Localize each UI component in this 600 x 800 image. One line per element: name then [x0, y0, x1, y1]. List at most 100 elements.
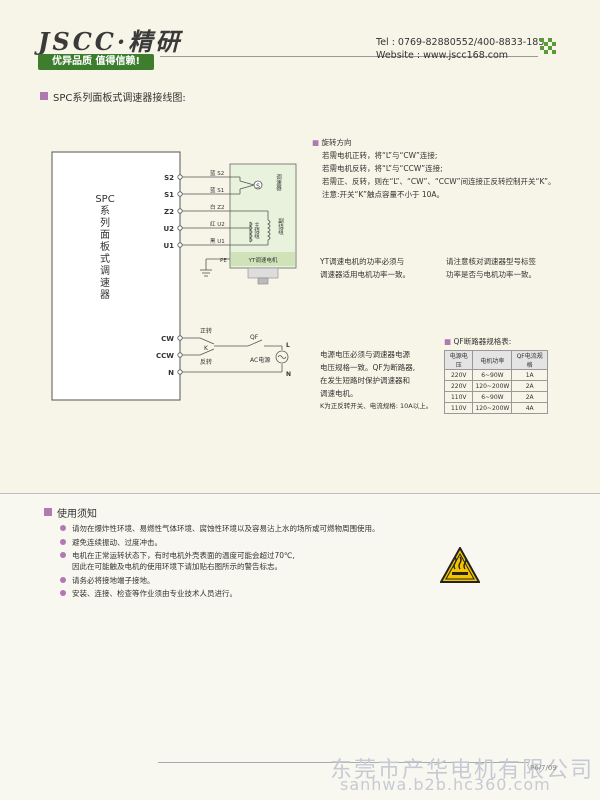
pe-label: PE [220, 258, 227, 264]
supply-line: 电压规格一致。QF为断路器, [320, 363, 416, 372]
table-cell: 120~200W [472, 402, 513, 414]
section-divider [0, 493, 600, 494]
label-check-line: 功率是否与电机功率一致。 [446, 270, 536, 279]
wire-label: 黑 U1 [210, 238, 225, 245]
terminal-node [177, 208, 183, 214]
terminal-label: S1 [164, 191, 174, 199]
speed-sensor-label: S [256, 183, 260, 190]
wire-label: 蓝 S2 [210, 169, 224, 177]
contact-website: Website : www.jscc168.com [376, 50, 509, 61]
main-coil-label: 主绕组 [253, 221, 260, 239]
usage-item-continued: 因此在可能触及电机的使用环境下请加贴右图所示的警告标志。 [72, 562, 282, 571]
motor-label-band [231, 252, 295, 266]
checker-pattern-icon [540, 38, 556, 54]
table-cell: 110V [443, 391, 474, 403]
rotation-title: ■ 旋转方向 [312, 138, 352, 147]
wire-label: 红 U2 [210, 220, 225, 228]
usage-bullet-icon [44, 508, 52, 516]
aux-coil-label: 副绕组 [277, 217, 284, 235]
switch-reverse-label: 反转 [200, 358, 212, 366]
wire-label: 蓝 S1 [210, 186, 224, 194]
terminal-node [177, 352, 183, 358]
power-match-note: YT调速电机的功率必须与 调速器适用电机功率一致。 [320, 255, 410, 281]
terminal-label: Z2 [164, 208, 174, 216]
rotation-notes: ■ 旋转方向 若需电机正转，将“L”与“CW”连接; 若需电机反转，将“L”与“… [312, 136, 556, 201]
wire-label: 白 Z2 [210, 203, 225, 211]
rotation-line: 注意:开关“K”触点容量不小于 10A。 [322, 190, 445, 199]
supply-line: K为正反转开关、电流规格: 10A以上。 [320, 402, 433, 410]
controller-label-line: 列 [100, 216, 110, 229]
controller-label-line: 调 [100, 265, 110, 277]
aux-coil-icon [267, 219, 271, 241]
controller-label-line: 速 [100, 277, 110, 289]
controller-label-line: 器 [100, 289, 110, 301]
rotation-line: 若需电机反转，将“L”与“CCW”连接; [322, 164, 443, 173]
qf-table-title: ■ QF断路器规格表: [444, 337, 512, 346]
label-check-note: 请注意核对调速器型号标签 功率是否与电机功率一致。 [446, 255, 536, 281]
ac-source-icon [275, 350, 289, 364]
line-n-label: N [286, 371, 291, 378]
rotation-line: 若需正、反转，则在“L”、“CW”、“CCW”间连接正反转控制开关“K”。 [322, 177, 556, 186]
main-coil-icon [249, 221, 253, 243]
terminal-node [177, 174, 183, 180]
supply-line: 电源电压必须与调速器电源 [320, 350, 410, 359]
controller-label-line: 板 [100, 240, 110, 253]
table-cell: 4A [511, 402, 548, 414]
power-match-line: YT调速电机的功率必须与 [320, 257, 405, 266]
table-cell: 6~90W [472, 391, 513, 403]
table-cell: 110V [443, 402, 474, 414]
terminal-label: U2 [163, 225, 174, 233]
brand-logo: JSCC·精研 [38, 27, 183, 56]
ac-source-label: AC电源 [250, 356, 270, 364]
header-divider [160, 56, 538, 57]
usage-panel [0, 494, 600, 800]
controller-box [51, 151, 181, 401]
table-cell: 2A [511, 391, 548, 403]
terminal-label: U1 [163, 242, 174, 250]
terminal-node [177, 225, 183, 231]
usage-item: 请务必将接地端子接地。 [60, 575, 155, 586]
usage-item: 安装、连接、检查等作业须由专业技术人员进行。 [60, 588, 237, 599]
table-cell: 220V [443, 380, 474, 392]
motor-label: YT调速电机 [248, 256, 278, 264]
table-cell: 220V [443, 369, 474, 381]
table-row: 110V 6~90W 2A [443, 391, 548, 403]
label-check-line: 请注意核对调速器型号标签 [446, 257, 536, 266]
usage-item: 电机在正常运转状态下，有时电机外壳表面的温度可能会超过70℃, [60, 550, 295, 561]
contact-block: Tel : 0769-82880552/400-8833-185 Website… [376, 36, 544, 62]
supply-note: 电源电压必须与调速器电源 电压规格一致。QF为断路器, 在发生短路时保护调速器和… [320, 348, 444, 413]
qf-spec-table: 电源电压 电机功率 QF电流规格 220V 6~90W 1A 220V 120~… [443, 350, 548, 414]
page-number: P6/7/09 [530, 764, 557, 772]
usage-item: 避免连续振动、过度冲击。 [60, 537, 162, 548]
table-cell: 6~90W [472, 369, 513, 381]
switch-forward-label: 正转 [200, 327, 212, 335]
terminal-label: CCW [156, 352, 174, 360]
table-header: 电机功率 [472, 350, 513, 370]
usage-title: 使用须知 [57, 509, 97, 520]
terminal-node [177, 369, 183, 375]
controller-label-line: SPC [95, 194, 114, 205]
breaker-qf-label: QF [250, 334, 259, 341]
controller-label: SPC 系 列 面 板 式 调 速 器 [95, 194, 114, 301]
table-header: 电源电压 [443, 350, 474, 370]
watermark-company: 东莞市产华电机有限公司 [330, 758, 595, 783]
footer-divider [158, 762, 528, 763]
table-cell: 1A [511, 369, 548, 381]
rotation-line: 若需电机正转，将“L”与“CW”连接; [322, 151, 438, 160]
brand-slogan: 优异品质 值得信赖! [38, 54, 154, 70]
table-header-row: 电源电压 电机功率 QF电流规格 [443, 350, 548, 370]
terminal-label: S2 [164, 174, 174, 182]
switch-k-label: K [204, 345, 209, 352]
motor-shaft-base [247, 267, 279, 279]
terminal-node [177, 335, 183, 341]
wiring-diagram: SPC 系 列 面 板 式 调 速 器 S2 S1 Z2 U2 U1 [51, 151, 297, 401]
supply-line: 调速电机。 [320, 389, 358, 398]
table-row: 220V 120~200W 2A [443, 380, 548, 392]
usage-item: 请勿在爆炸性环境、易燃性气体环境、腐蚀性环境以及容易沾上水的场所或可燃物周围使用… [60, 523, 380, 534]
section-bullet-icon [40, 92, 48, 100]
line-l-label: L [286, 342, 290, 349]
ground-icon [200, 258, 230, 277]
controller-label-line: 面 [100, 230, 110, 241]
table-row: 110V 120~200W 4A [443, 402, 548, 414]
controller-label-line: 系 [100, 205, 110, 217]
